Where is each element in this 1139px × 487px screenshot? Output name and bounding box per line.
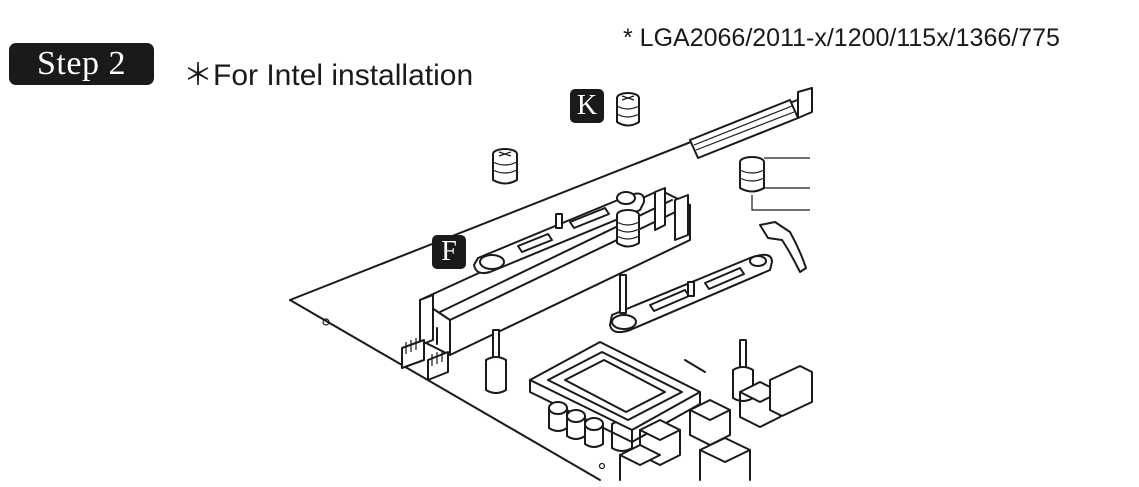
- mounting-bar-f: [473, 191, 646, 275]
- loose-standoff: [492, 148, 518, 185]
- installation-subtitle: ＊For Intel installation: [183, 59, 474, 92]
- step-badge: Step 2: [9, 43, 154, 85]
- mounting-bar-lower: [609, 253, 773, 334]
- capacitors: [548, 401, 604, 448]
- part-label-f: F: [432, 235, 466, 269]
- socket-compatibility-note: * LGA2066/2011-x/1200/115x/1366/775: [623, 24, 1060, 52]
- heatsink-clip: [759, 221, 807, 273]
- standoff-f: [616, 209, 640, 248]
- atx-power-connector: [689, 87, 813, 159]
- fan-headers: [401, 338, 449, 381]
- standoff-k: [616, 92, 640, 127]
- standoff-right: [739, 156, 810, 211]
- cpu-socket: [529, 341, 706, 443]
- memory-slot: [419, 187, 691, 356]
- part-label-k: K: [570, 89, 604, 123]
- vrm-components: [619, 365, 813, 481]
